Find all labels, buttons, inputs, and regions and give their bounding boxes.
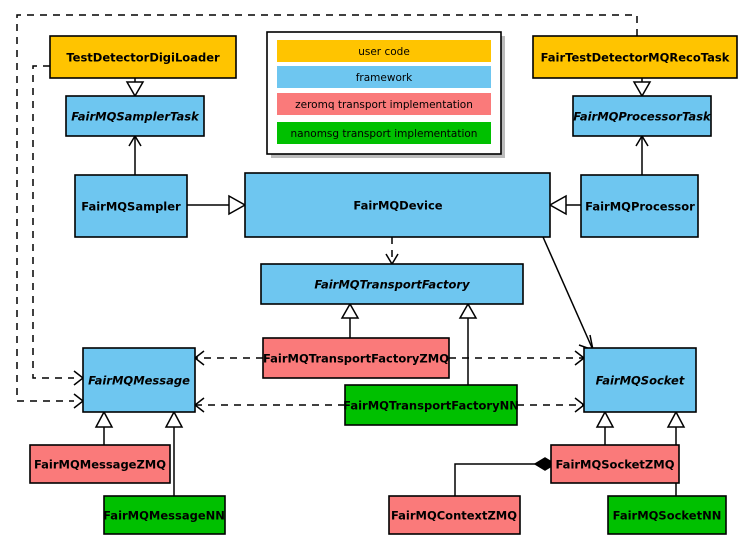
node-box[interactable] xyxy=(550,444,680,484)
node-box[interactable] xyxy=(244,172,551,238)
node-FairMQSocketZMQ[interactable]: FairMQSocketZMQ xyxy=(550,444,680,484)
node-label: FairMQMessage xyxy=(88,374,190,388)
legend-item-framework: framework xyxy=(277,66,491,88)
node-box[interactable] xyxy=(74,174,188,238)
node-box[interactable] xyxy=(388,495,521,535)
node-box[interactable] xyxy=(262,337,450,379)
node-box[interactable] xyxy=(344,384,518,426)
legend-swatch-zeromq xyxy=(277,93,491,115)
legend-swatch-framework xyxy=(277,66,491,88)
node-box[interactable] xyxy=(49,35,237,79)
legend-item-nanomsg: nanomsg transport implementation xyxy=(277,122,491,144)
node-box[interactable] xyxy=(260,263,524,305)
legend-label-zeromq: zeromq transport implementation xyxy=(295,99,473,111)
edge-tfzmq-tf xyxy=(340,302,360,338)
node-label: FairMQSocket xyxy=(596,374,685,388)
legend-swatch-nanomsg xyxy=(277,122,491,144)
legend-item-zeromq: zeromq transport implementation xyxy=(277,93,491,115)
node-label: FairMQDevice xyxy=(353,199,442,213)
node-FairMQTransportFactory[interactable]: FairMQTransportFactory xyxy=(260,263,524,305)
node-box[interactable] xyxy=(82,347,196,413)
node-FairMQSampler[interactable]: FairMQSampler xyxy=(74,174,188,238)
node-box[interactable] xyxy=(607,495,727,535)
node-FairMQContextZMQ[interactable]: FairMQContextZMQ xyxy=(388,495,521,535)
node-label: FairMQTransportFactory xyxy=(314,278,470,292)
node-box[interactable] xyxy=(65,95,205,137)
node-label: FairMQSocketNN xyxy=(613,509,722,523)
node-label: FairMQTransportFactoryZMQ xyxy=(263,352,449,366)
node-label: FairMQContextZMQ xyxy=(391,509,517,523)
node-FairMQProcessorTask[interactable]: FairMQProcessorTask xyxy=(572,95,712,137)
legend-label-framework: framework xyxy=(356,72,413,84)
node-FairMQTransportFactoryNN[interactable]: FairMQTransportFactoryNN xyxy=(343,384,519,426)
node-box[interactable] xyxy=(583,347,697,413)
edge-socketzmq-socket xyxy=(595,410,615,445)
edge-messagezmq-message xyxy=(94,410,114,445)
node-FairMQSocket[interactable]: FairMQSocket xyxy=(583,347,697,413)
edge-recotask-processortask xyxy=(632,78,652,98)
node-label: FairTestDetectorMQRecoTask xyxy=(541,51,730,65)
legend-item-user-code: user code xyxy=(277,40,491,62)
node-FairMQSamplerTask[interactable]: FairMQSamplerTask xyxy=(65,95,205,137)
node-TestDetectorDigiLoader[interactable]: TestDetectorDigiLoader xyxy=(49,35,237,79)
node-FairMQMessage[interactable]: FairMQMessage xyxy=(82,347,196,413)
node-box[interactable] xyxy=(532,35,738,79)
node-box[interactable] xyxy=(572,95,712,137)
edge-messagenn-message xyxy=(164,410,184,496)
node-FairMQProcessor[interactable]: FairMQProcessor xyxy=(580,174,699,238)
node-label: FairMQProcessorTask xyxy=(573,110,712,124)
legend-label-user-code: user code xyxy=(358,46,410,58)
node-label: FairMQSocketZMQ xyxy=(556,458,675,472)
node-label: FairMQProcessor xyxy=(585,200,695,214)
edge-sampler-device xyxy=(187,194,247,216)
edge-tfnn-tf xyxy=(458,302,478,385)
legend-swatch-user-code xyxy=(277,40,491,62)
node-FairMQMessageNN[interactable]: FairMQMessageNN xyxy=(103,495,226,535)
node-FairTestDetectorMQRecoTask[interactable]: FairTestDetectorMQRecoTask xyxy=(532,35,738,79)
node-FairMQMessageZMQ[interactable]: FairMQMessageZMQ xyxy=(29,444,171,484)
edge-processor-device xyxy=(548,194,581,216)
node-label: FairMQTransportFactoryNN xyxy=(343,399,519,413)
node-label: FairMQSamplerTask xyxy=(71,110,200,124)
node-FairMQDevice[interactable]: FairMQDevice xyxy=(244,172,551,238)
node-label: FairMQMessageNN xyxy=(103,509,225,523)
node-box[interactable] xyxy=(29,444,171,484)
node-FairMQTransportFactoryZMQ[interactable]: FairMQTransportFactoryZMQ xyxy=(262,337,450,379)
node-FairMQSocketNN[interactable]: FairMQSocketNN xyxy=(607,495,727,535)
node-label: FairMQSampler xyxy=(81,200,181,214)
node-box[interactable] xyxy=(580,174,699,238)
legend-label-nanomsg: nanomsg transport implementation xyxy=(291,128,478,140)
node-label: FairMQMessageZMQ xyxy=(34,458,166,472)
node-label: TestDetectorDigiLoader xyxy=(66,51,220,65)
edge-digiloader-samplertask xyxy=(125,78,145,98)
node-box[interactable] xyxy=(103,495,226,535)
